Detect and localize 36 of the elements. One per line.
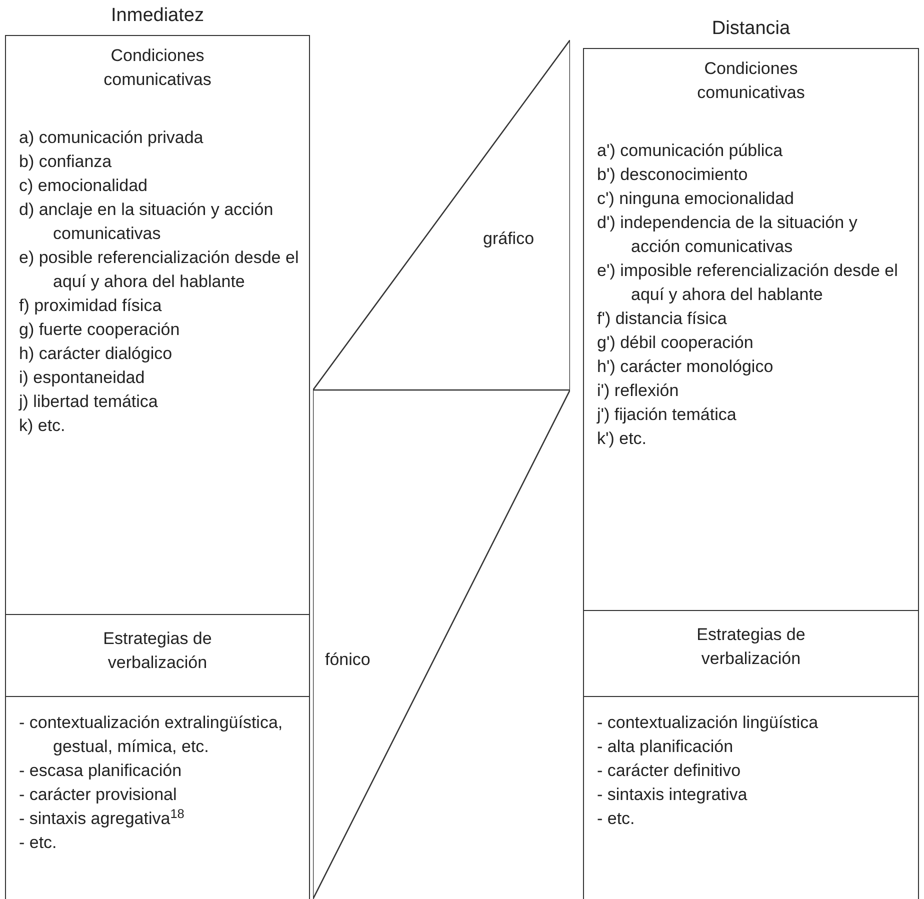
list-item: i') reflexión [597,380,680,402]
list-item: f') distancia física [597,308,728,330]
section-heading: Condiciones comunicativas [102,45,212,91]
list-item: - sintaxis agregativa$^{18}$ [19,807,186,830]
list-item: g') débil cooperación [597,332,754,354]
list-item: h') carácter monológico [597,356,774,378]
list-item: - alta planificación [597,736,734,758]
triangle-label: gráfico [483,228,534,250]
list-item: j) libertad temática [19,391,159,413]
list-item: k') etc. [597,428,648,450]
list-item: f) proximidad física [19,295,163,317]
list-item: - carácter provisional [19,784,178,806]
column-title: Distancia [710,17,792,41]
list-item: i) espontaneidad [19,367,146,389]
column-title: Inmediatez [110,4,205,28]
list-item: a) comunicación privada [19,127,204,149]
list-item: k) etc. [19,415,66,437]
list-item: - etc. [597,808,636,830]
list-item: - carácter definitivo [597,760,742,782]
list-item: c) emocionalidad [19,175,149,197]
section-heading: Estrategias de verbalización [696,624,806,670]
list-item: a') comunicación pública [597,140,784,162]
list-item: - sintaxis integrativa [597,784,748,806]
list-item: c') ninguna emocionalidad [597,188,795,210]
list-item: b) confianza [19,151,113,173]
triangle-label: fónico [325,649,370,671]
section-heading: Condiciones comunicativas [696,58,806,104]
list-item: - escasa planificación [19,760,183,782]
list-item: b') desconocimiento [597,164,749,186]
section-heading: Estrategias de verbalización [102,628,213,674]
list-item: - contextualización extralingüística, gestual, mímica, etc. [19,712,284,758]
list-item: - contextualización lingüística [597,712,820,734]
list-item: h) carácter dialógico [19,343,174,365]
list-item: g) fuerte cooperación [19,319,181,341]
list-item: j') fijación temática [597,404,738,426]
list-item: - etc. [19,832,58,854]
